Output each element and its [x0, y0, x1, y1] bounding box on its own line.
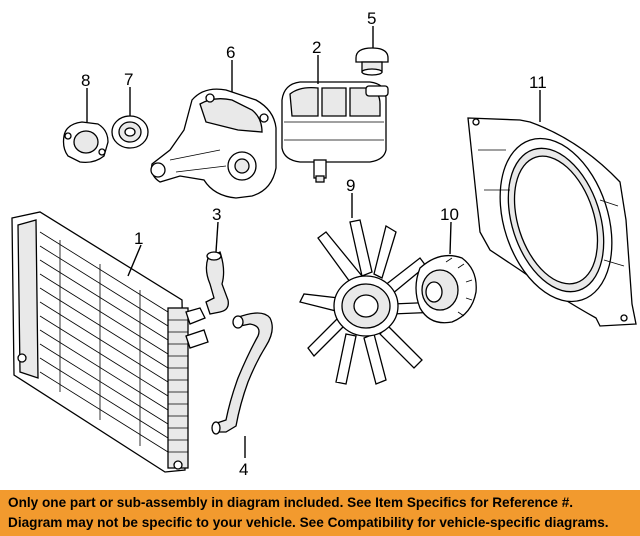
part-fan-clutch: [415, 254, 477, 324]
callout-1: 1: [134, 229, 143, 248]
callout-11: 11: [529, 73, 547, 92]
callout-10: 10: [440, 205, 459, 224]
part-fan-blade: [299, 219, 441, 385]
callout-8: 8: [81, 71, 90, 90]
part-upper-hose: [205, 251, 229, 315]
callout-numbers: 1 2 3 4 5 6 7 8 9 10 11: [81, 9, 547, 479]
callout-4: 4: [239, 460, 248, 479]
part-fan-shroud: [467, 117, 637, 327]
disclaimer-line-1: Only one part or sub-assembly in diagram…: [8, 495, 574, 510]
leader-lines: [86, 26, 541, 458]
part-reservoir-cap: [355, 47, 389, 76]
callout-9: 9: [346, 176, 355, 195]
disclaimer-line-2: Diagram may not be specific to your vehi…: [8, 515, 609, 530]
part-radiator: [11, 211, 209, 473]
callout-3: 3: [212, 205, 221, 224]
callout-5: 5: [367, 9, 376, 28]
parts-diagram: 1 2 3 4 5 6 7 8 9 10 11: [11, 9, 637, 479]
callout-2: 2: [312, 38, 321, 57]
disclaimer-banner: Only one part or sub-assembly in diagram…: [0, 490, 640, 536]
part-thermostat-housing: [62, 121, 109, 164]
part-thermostat: [111, 115, 149, 149]
part-water-pump: [150, 88, 277, 199]
callout-6: 6: [226, 43, 235, 62]
part-expansion-tank: [281, 81, 389, 183]
part-lower-hose: [211, 312, 273, 435]
callout-7: 7: [124, 70, 133, 89]
